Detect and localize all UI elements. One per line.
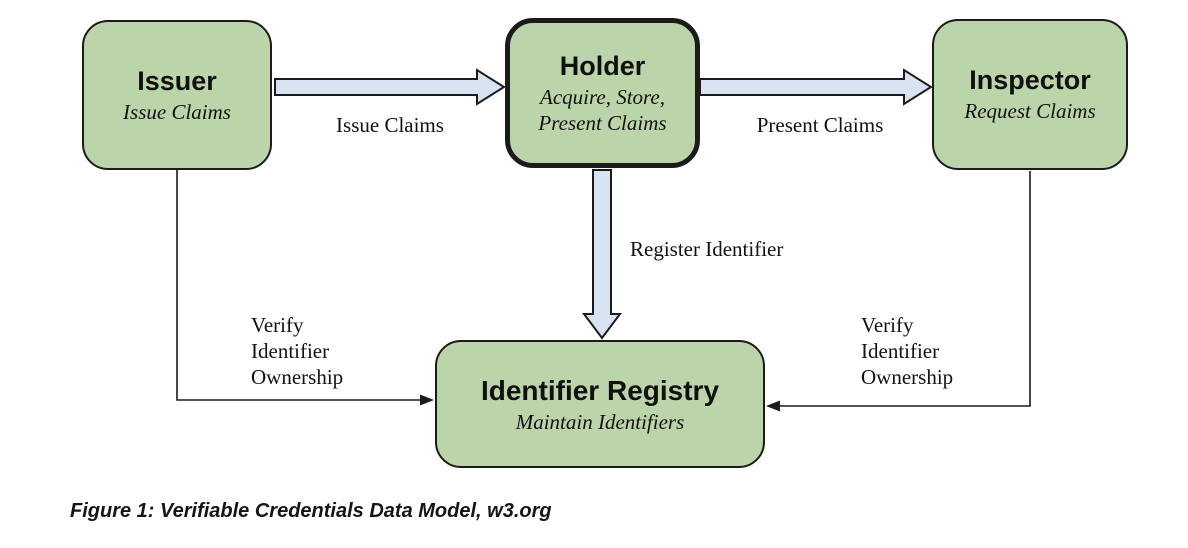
node-inspector: Inspector Request Claims: [932, 19, 1128, 170]
node-inspector-title: Inspector: [969, 65, 1091, 95]
edge-label-present-claims: Present Claims: [756, 113, 884, 137]
block-arrow-issuer-to-holder: [274, 68, 506, 106]
node-identifier-registry: Identifier Registry Maintain Identifiers: [435, 340, 765, 468]
line-issuer-to-registry: [176, 170, 421, 401]
node-holder-subtitle: Acquire, Store, Present Claims: [538, 84, 667, 135]
edge-label-verify-identifier-ownership-left: Verify Identifier Ownership: [251, 313, 344, 389]
node-issuer-title: Issuer: [137, 65, 217, 96]
block-arrow-holder-to-inspector: [699, 68, 933, 106]
node-issuer-subtitle: Issue Claims: [123, 99, 231, 124]
node-issuer: Issuer Issue Claims: [82, 20, 272, 170]
edge-label-register-identifier: Register Identifier: [630, 237, 784, 261]
edge-label-issue-claims: Issue Claims: [336, 113, 444, 137]
figure-caption: Figure 1: Verifiable Credentials Data Mo…: [70, 500, 552, 522]
node-identifier-registry-subtitle: Maintain Identifiers: [515, 409, 685, 434]
node-holder-title: Holder: [559, 50, 646, 81]
node-inspector-subtitle: Request Claims: [964, 99, 1096, 123]
arrowhead-issuer-to-registry: [420, 394, 434, 406]
edge-label-verify-identifier-ownership-right: Verify Identifier Ownership: [861, 313, 954, 389]
arrowhead-inspector-to-registry: [766, 400, 780, 412]
node-identifier-registry-title: Identifier Registry: [480, 374, 720, 406]
block-arrow-holder-to-registry: [582, 169, 622, 340]
line-inspector-to-registry: [779, 171, 1031, 407]
node-holder: Holder Acquire, Store, Present Claims: [505, 18, 700, 168]
